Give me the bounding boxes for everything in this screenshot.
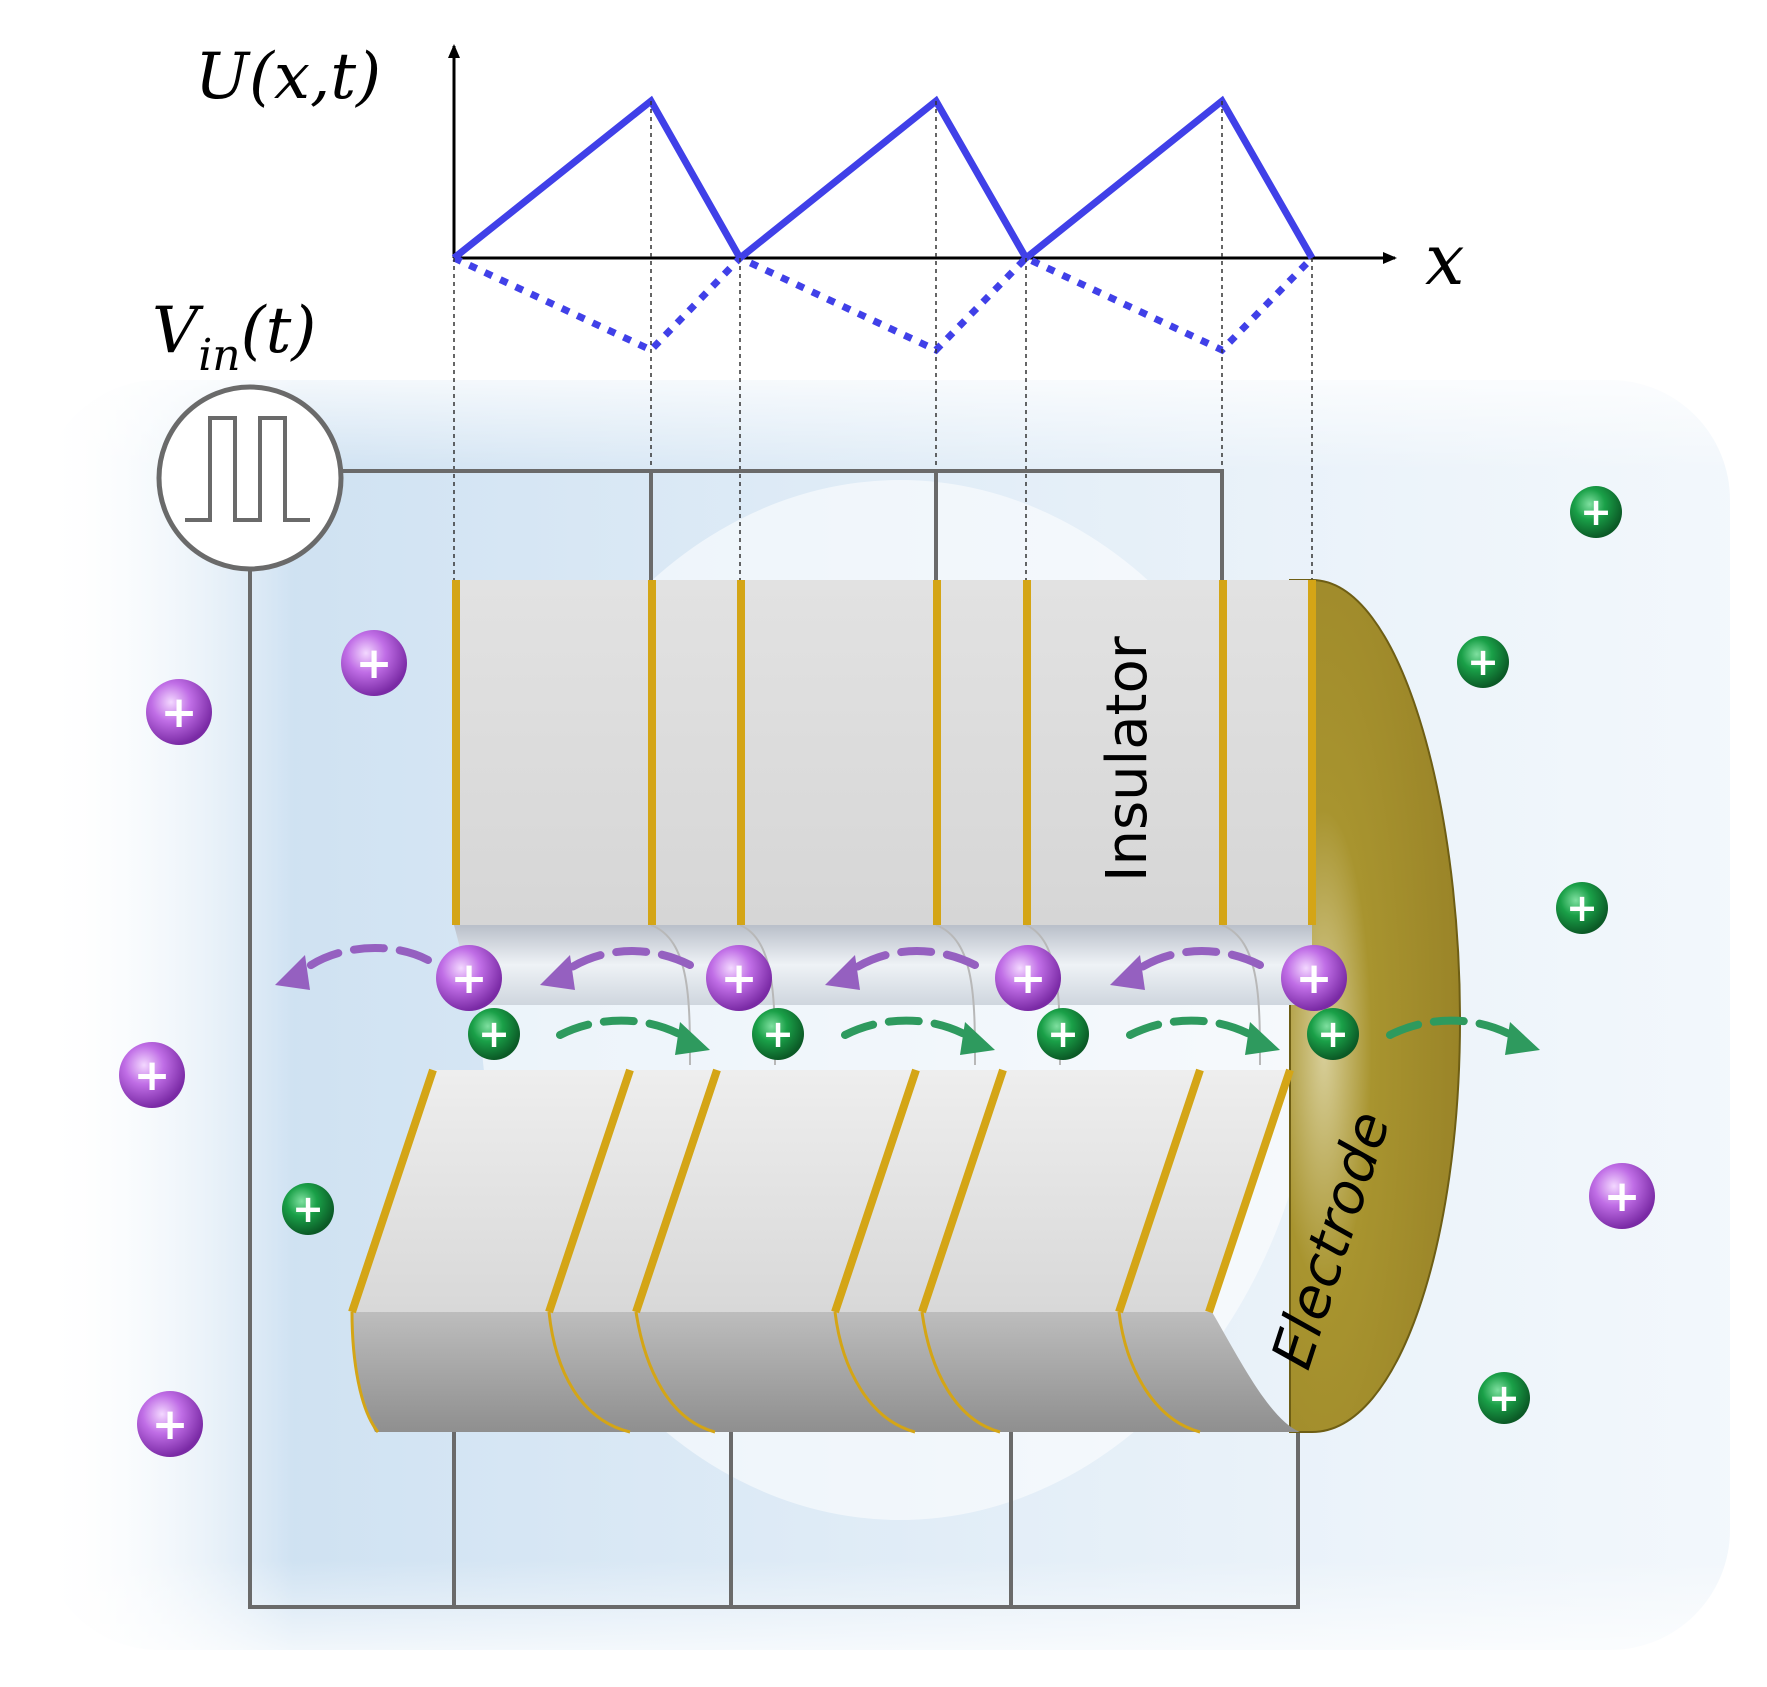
upper-gold-electrodes: [452, 580, 1316, 925]
transport-arrows: [294, 944, 1524, 1044]
purple-arrow: [1126, 947, 1264, 979]
purple-ion: +: [1281, 945, 1347, 1011]
purple-ion: +: [1589, 1163, 1655, 1229]
plus-sign: +: [292, 1187, 324, 1231]
plus-sign: +: [1317, 1012, 1349, 1056]
purple-ion: +: [706, 945, 772, 1011]
plus-sign: +: [1010, 953, 1047, 1004]
lower-insulator: [348, 1068, 1300, 1434]
plus-sign: +: [762, 1012, 794, 1056]
green-arrow: [1386, 1016, 1524, 1044]
green-ion: +: [1570, 486, 1622, 538]
circuit-wires: [248, 469, 1300, 1609]
purple-ion: +: [137, 1391, 203, 1457]
green-arrow: [556, 1016, 694, 1044]
purple-arrow: [556, 947, 694, 979]
green-ion: +: [1556, 882, 1608, 934]
purple-ion: +: [119, 1042, 185, 1108]
green-ion: +: [1457, 636, 1509, 688]
purple-arrow: [294, 944, 432, 979]
green-ion: +: [1037, 1008, 1089, 1060]
plus-sign: +: [1580, 490, 1612, 534]
input-label-sub: in: [198, 330, 240, 381]
input-label-arg: (t): [241, 294, 317, 368]
green-arrow: [841, 1016, 979, 1044]
plus-sign: +: [356, 638, 393, 689]
input-label-main: V: [152, 294, 204, 368]
purple-arrow: [841, 947, 979, 979]
plus-sign: +: [1604, 1171, 1641, 1222]
ion-particles: + + + + + + + + + + + + + + + + + +: [119, 486, 1655, 1457]
plus-sign: +: [152, 1399, 189, 1450]
plus-sign: +: [1488, 1376, 1520, 1420]
plus-sign: +: [1296, 953, 1333, 1004]
purple-ion: +: [341, 630, 407, 696]
green-ion: +: [282, 1183, 334, 1235]
plus-sign: +: [451, 953, 488, 1004]
green-ion: +: [752, 1008, 804, 1060]
plus-sign: +: [161, 687, 198, 738]
potential-label: U(x,t): [195, 40, 381, 114]
arrow-heads: [275, 955, 1540, 1055]
plus-sign: +: [1467, 640, 1499, 684]
lower-gold-electrodes: [348, 1068, 1294, 1314]
x-axis-label: x: [1425, 219, 1464, 301]
purple-ion: +: [995, 945, 1061, 1011]
input-label: Vin(t): [152, 294, 316, 381]
voltage-source: Vin(t): [152, 294, 344, 572]
plus-sign: +: [1566, 886, 1598, 930]
square-wave-icon: [185, 416, 310, 522]
purple-ion: +: [436, 945, 502, 1011]
guide-lines: [453, 101, 1313, 580]
plus-sign: +: [1047, 1012, 1079, 1056]
plus-sign: +: [721, 953, 758, 1004]
plus-sign: +: [478, 1012, 510, 1056]
plus-sign: +: [134, 1050, 171, 1101]
green-ion: +: [1478, 1372, 1530, 1424]
insulator-label: Insulator: [1095, 635, 1160, 882]
upper-insulator: Insulator: [452, 580, 1316, 1066]
green-arrow: [1126, 1016, 1264, 1044]
purple-ion: +: [146, 679, 212, 745]
green-ion: +: [1307, 1008, 1359, 1060]
green-ion: +: [468, 1008, 520, 1060]
